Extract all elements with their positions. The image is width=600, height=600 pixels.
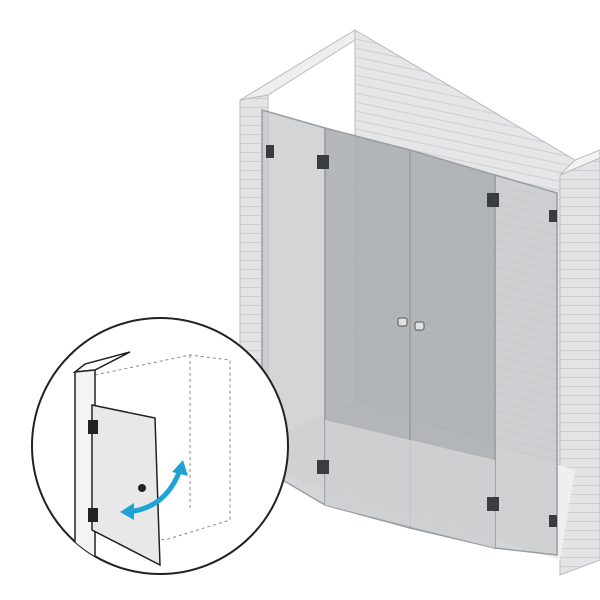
hinge-icon (88, 508, 98, 522)
hinge-icon (266, 145, 557, 527)
inset-door (91, 404, 161, 567)
door-handle-icon (138, 484, 146, 492)
glass-panel-right (494, 174, 558, 556)
door-handle-icon (397, 317, 425, 331)
detail-inset (31, 317, 289, 575)
hinge-icon (88, 420, 98, 434)
